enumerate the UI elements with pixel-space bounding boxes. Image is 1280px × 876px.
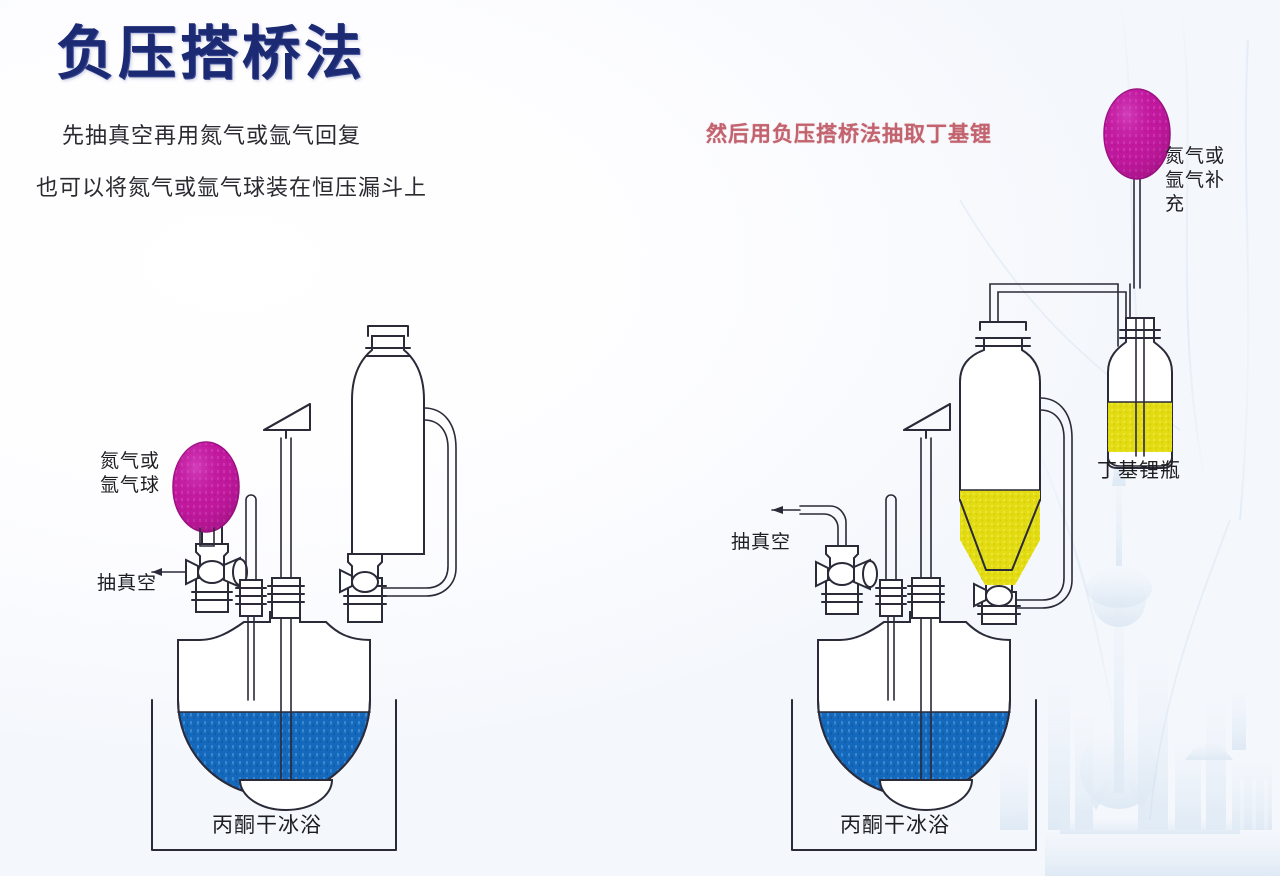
left-inert-gas-balloon xyxy=(172,441,240,547)
right-thermometer xyxy=(875,494,907,701)
left-addition-funnel xyxy=(339,325,457,623)
left-vacuum-line xyxy=(151,568,187,576)
left-apparatus xyxy=(151,325,457,851)
right-reaction-flask xyxy=(817,611,1011,797)
butyllithium-bottle-label: 丁基锂瓶 xyxy=(1097,458,1181,482)
right-bath-label: 丙酮干冰浴 xyxy=(840,813,950,837)
page-title: 负压搭桥法 xyxy=(56,19,367,87)
right-stirrer xyxy=(878,403,974,811)
subtitle-line-2: 也可以将氮气或氩气球装在恒压漏斗上 xyxy=(36,176,428,201)
left-neck-gas-inlet xyxy=(185,487,248,613)
right-balloon-label: 氮气或 氩气补 充 xyxy=(1165,145,1226,215)
left-thermometer xyxy=(235,494,267,701)
left-bath-label: 丙酮干冰浴 xyxy=(212,813,322,837)
left-stirrer xyxy=(238,403,334,811)
right-vacuum-label: 抽真空 xyxy=(731,531,792,553)
right-addition-funnel xyxy=(959,321,1073,625)
right-inert-gas-balloon xyxy=(1103,88,1171,289)
red-annotation: 然后用负压搭桥法抽取丁基锂 xyxy=(706,121,992,146)
left-balloon-label: 氮气或 氩气球 xyxy=(100,450,161,496)
butyllithium-bottle xyxy=(1107,317,1173,469)
cannula-bridge xyxy=(989,283,1131,347)
left-reaction-flask xyxy=(177,611,371,797)
right-neck-vacuum-inlet xyxy=(771,505,878,615)
left-vacuum-label: 抽真空 xyxy=(97,572,158,594)
subtitle-line-1: 先抽真空再用氮气或氩气回复 xyxy=(62,124,362,149)
